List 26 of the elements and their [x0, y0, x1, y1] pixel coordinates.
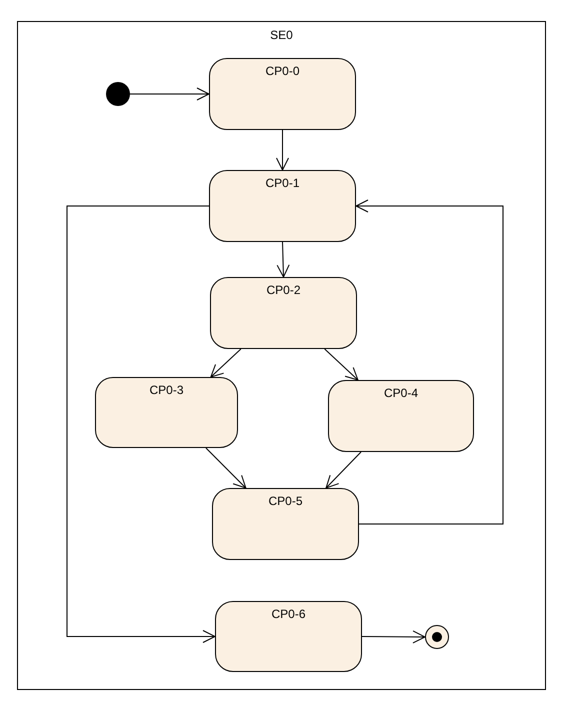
transition-arrow	[276, 242, 290, 278]
transition-arrow	[326, 452, 362, 488]
transition-arrow	[66, 206, 216, 643]
state-box	[209, 170, 356, 242]
transition-arrow	[356, 200, 504, 524]
state-box	[210, 277, 357, 349]
transition-arrow	[276, 130, 289, 170]
state-box	[95, 377, 238, 448]
transition-arrow	[324, 348, 358, 380]
state-label: CP0-2	[266, 283, 300, 297]
transition-arrow	[210, 348, 242, 378]
state-label: CP0-3	[149, 383, 184, 397]
transition-arrow	[205, 448, 246, 488]
state-box	[209, 58, 356, 130]
state-box	[212, 488, 359, 560]
transition-arrow	[130, 88, 210, 100]
composite-state-frame	[17, 21, 546, 690]
state-label: CP0-0	[265, 64, 300, 78]
state-title: SE0	[270, 28, 293, 42]
transition-arrow	[362, 630, 426, 644]
state-label: CP0-4	[384, 386, 418, 400]
state-label: CP0-5	[268, 494, 302, 508]
state-label: CP0-6	[271, 607, 306, 621]
state-label: CP0-1	[265, 176, 300, 190]
state-box	[215, 601, 362, 672]
state-box	[328, 380, 474, 452]
